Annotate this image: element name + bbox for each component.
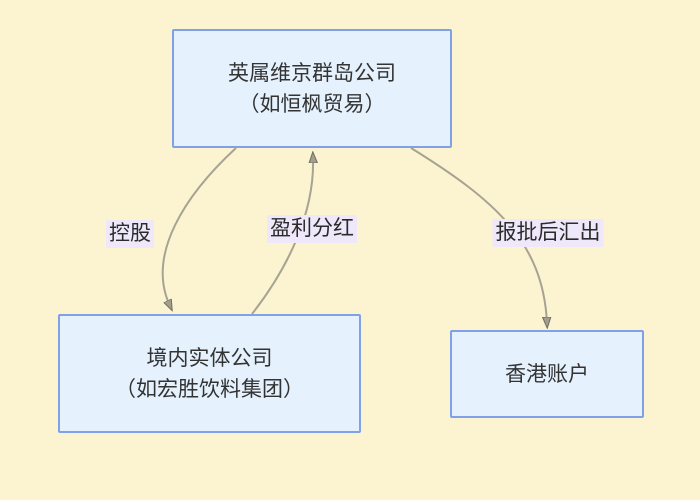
node-hk-account: 香港账户	[450, 330, 644, 418]
node-domestic-entity-title: 境内实体公司	[146, 346, 273, 370]
node-bvi-company: 英属维京群岛公司 （如恒枫贸易）	[172, 29, 452, 148]
edge-label-profit-dividend: 盈利分红	[267, 215, 357, 243]
node-bvi-company-title: 英属维京群岛公司	[228, 61, 396, 85]
edge-label-remit-after-approval: 报批后汇出	[492, 219, 604, 247]
node-bvi-company-subtitle: （如恒枫贸易）	[238, 92, 386, 116]
edge-label-holding: 控股	[106, 220, 154, 248]
node-domestic-entity: 境内实体公司 （如宏胜饮料集团）	[58, 314, 361, 433]
node-hk-account-title: 香港账户	[505, 362, 589, 386]
edge-holding-path	[161, 147, 237, 306]
node-domestic-entity-subtitle: （如宏胜饮料集团）	[115, 377, 304, 401]
